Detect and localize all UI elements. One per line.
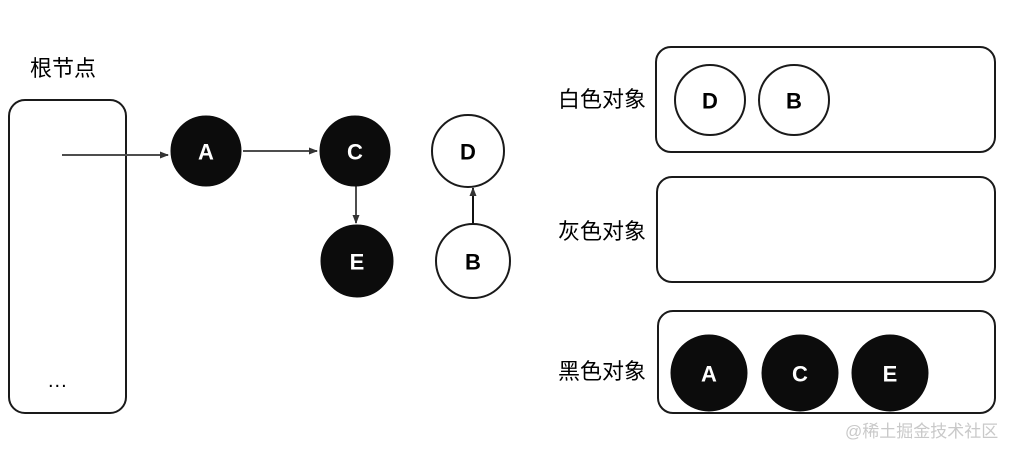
white-panel-item-b[interactable]: B [758,64,830,136]
black-panel-item-e-label: E [883,362,898,387]
gray-objects-panel-box[interactable] [656,176,996,283]
white-panel-item-d-circle[interactable] [674,64,746,136]
graph-node-d-circle[interactable] [431,114,505,188]
graph-node-a[interactable]: A [170,115,242,187]
graph-node-e-label: E [350,250,365,275]
graph-node-b-circle[interactable] [435,223,511,299]
white-panel-item-b-label: B [786,89,802,114]
graph-node-d[interactable]: D [431,114,505,188]
graph-node-a-circle[interactable] [170,115,242,187]
black-panel-item-a-label: A [701,362,717,387]
root-node-ellipsis: ... [48,370,68,392]
edges-group [62,147,477,224]
graph-nodes-group: A C E D B [170,114,511,299]
black-objects-panel-group: A C E [657,310,996,414]
black-panel-item-a[interactable]: A [670,334,748,412]
graph-node-e[interactable]: E [320,224,394,298]
graph-node-b[interactable]: B [435,223,511,299]
black-panel-item-e-circle[interactable] [851,334,929,412]
gray-objects-panel-group [656,176,996,283]
graph-node-b-label: B [465,250,481,275]
graph-node-a-label: A [198,140,214,165]
graph-node-c-circle[interactable] [319,115,391,187]
graph-node-e-circle[interactable] [320,224,394,298]
white-panel-item-b-circle[interactable] [758,64,830,136]
black-panel-item-c-label: C [792,362,808,387]
black-panel-item-e[interactable]: E [851,334,929,412]
graph-node-c[interactable]: C [319,115,391,187]
white-objects-panel-label: 白色对象 [558,87,647,112]
graph-node-c-label: C [347,140,363,165]
white-objects-panel-group: D B [655,46,996,153]
black-panel-item-c[interactable]: C [761,334,839,412]
black-panel-item-c-circle[interactable] [761,334,839,412]
root-node-box[interactable] [8,99,127,414]
root-node-box-group [8,99,127,414]
root-node-title-label: 根节点 [30,56,97,81]
graph-node-d-label: D [460,140,476,165]
white-panel-item-d[interactable]: D [674,64,746,136]
white-panel-item-d-label: D [702,89,718,114]
watermark-text: @稀土掘金技术社区 [845,422,999,441]
gray-objects-panel-label: 灰色对象 [558,219,647,244]
black-objects-panel-label: 黑色对象 [558,359,647,384]
black-panel-item-a-circle[interactable] [670,334,748,412]
